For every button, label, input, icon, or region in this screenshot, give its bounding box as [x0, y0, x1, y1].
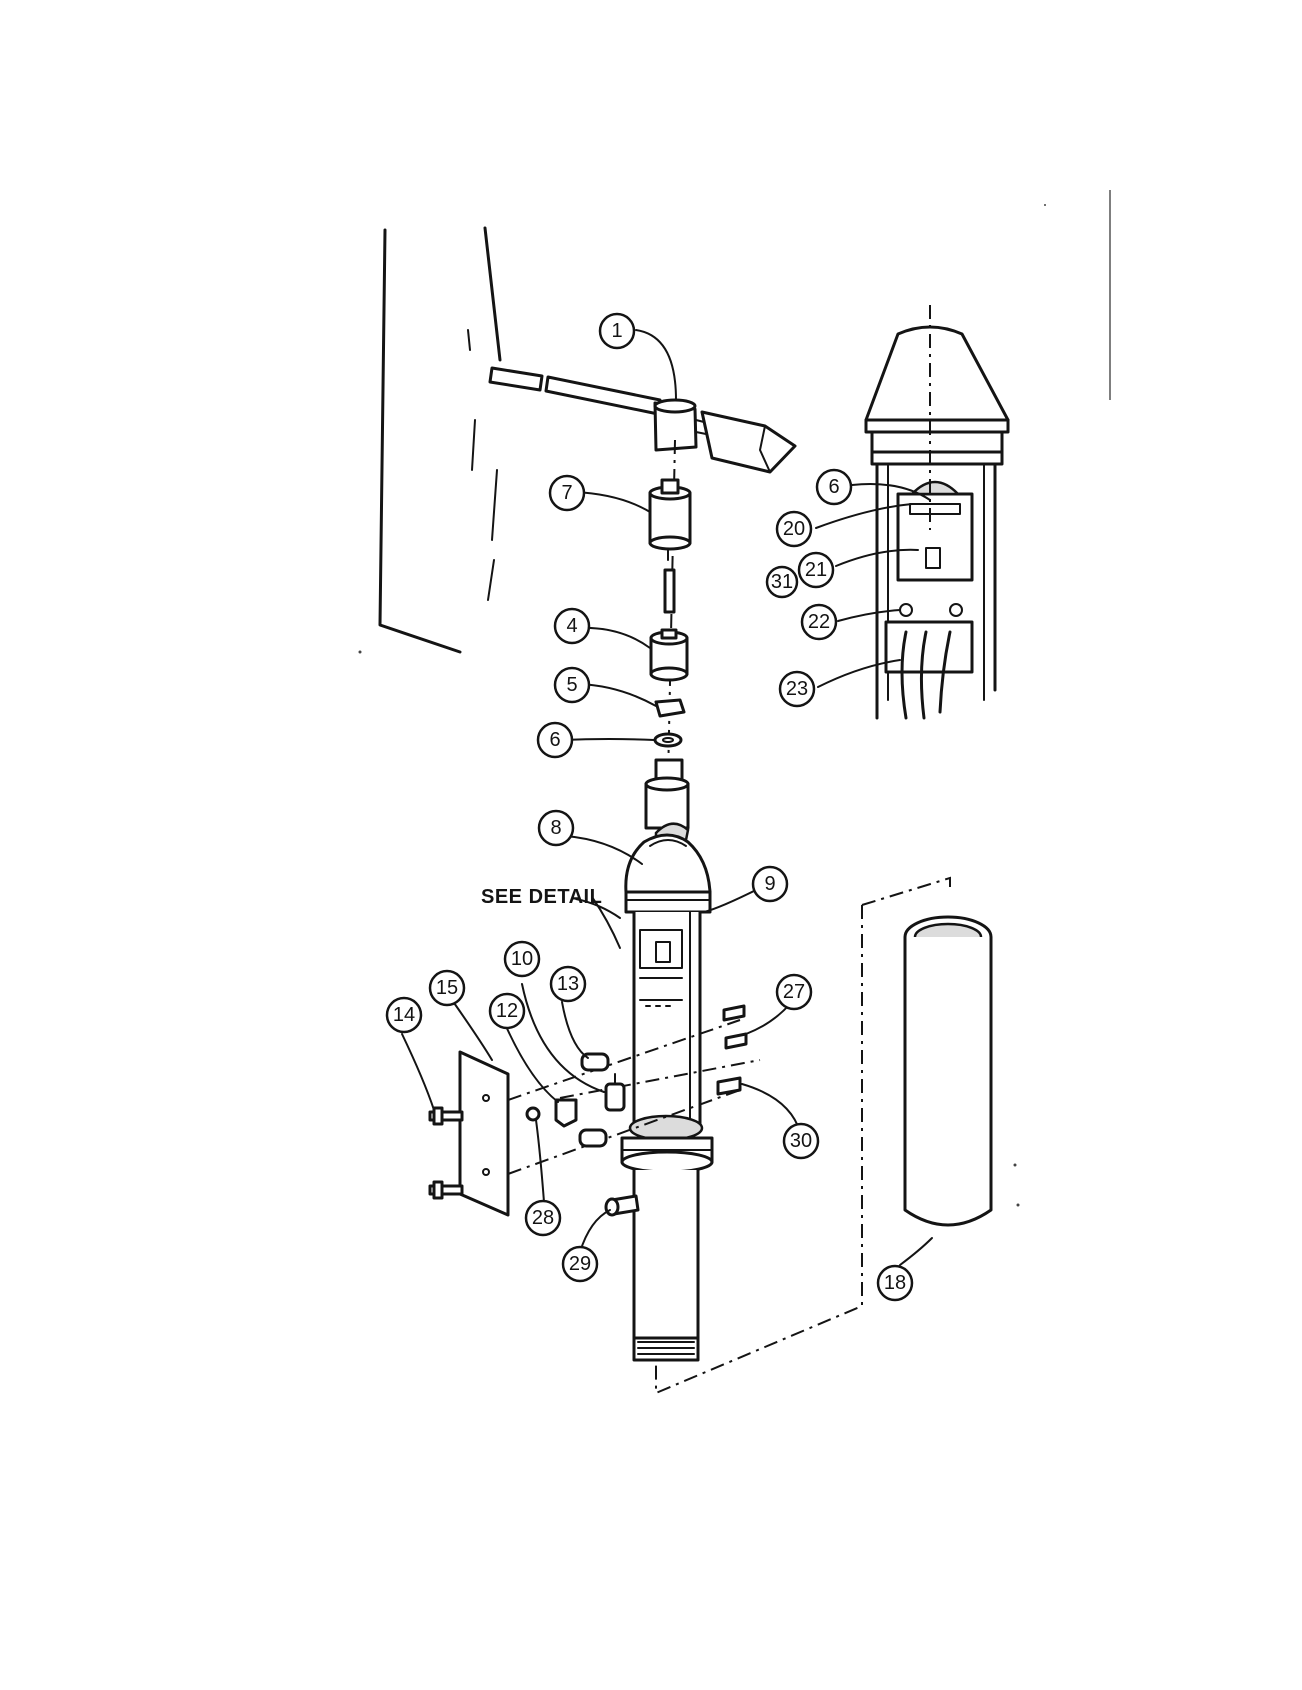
callout-30: 30 [784, 1124, 818, 1158]
svg-text:14: 14 [393, 1004, 415, 1026]
callout-4: 4 [555, 609, 589, 643]
svg-text:9: 9 [764, 873, 775, 895]
svg-text:22: 22 [808, 611, 830, 633]
callout-12: 12 [490, 994, 524, 1028]
main-housing [622, 835, 712, 1360]
svg-text:12: 12 [496, 1000, 518, 1022]
svg-text:20: 20 [783, 518, 805, 540]
svg-text:4: 4 [566, 615, 577, 637]
callout-27: 27 [777, 975, 811, 1009]
detail-inset [866, 305, 1008, 718]
part-15-cover-plate [460, 1052, 508, 1215]
callout-22: 22 [802, 605, 836, 639]
part-12-bracket [556, 1100, 576, 1126]
callout-23: 23 [780, 672, 814, 706]
shaft [665, 570, 674, 612]
callout-6-detail: 6 [817, 470, 851, 504]
callout-13: 13 [551, 967, 585, 1001]
svg-text:5: 5 [566, 674, 577, 696]
part-5-nut [656, 700, 684, 716]
callout-8: 8 [539, 811, 573, 845]
svg-text:8: 8 [550, 817, 561, 839]
callout-18: 18 [878, 1266, 912, 1300]
callout-14: 14 [387, 998, 421, 1032]
vane-arm-assembly [490, 368, 795, 472]
part-30-screw [718, 1078, 740, 1094]
part-28-washer [527, 1108, 539, 1120]
callout-31: 31 [767, 567, 797, 597]
see-detail-note: SEE DETAIL [481, 886, 602, 908]
part-13-spacers [580, 1054, 608, 1146]
svg-text:31: 31 [771, 571, 793, 593]
part-6-washer [655, 734, 681, 746]
part-4-coupling [651, 630, 687, 680]
part-7-bearing-housing [650, 480, 690, 560]
part-27-screws [724, 1006, 746, 1048]
svg-text:6: 6 [549, 729, 560, 751]
callout-28: 28 [526, 1201, 560, 1235]
part-14-screws [430, 1108, 462, 1198]
svg-text:29: 29 [569, 1253, 591, 1275]
svg-text:23: 23 [786, 678, 808, 700]
svg-text:30: 30 [790, 1130, 812, 1152]
part-10-post [606, 1074, 624, 1110]
callout-20: 20 [777, 512, 811, 546]
part-18-outer-tube [905, 917, 991, 1225]
callout-10: 10 [505, 942, 539, 976]
svg-text:18: 18 [884, 1272, 906, 1294]
vane-fin [380, 228, 500, 652]
callout-5: 5 [555, 668, 589, 702]
part-29-screw [606, 1196, 638, 1215]
callout-29: 29 [563, 1247, 597, 1281]
callout-6: 6 [538, 723, 572, 757]
upper-stem [646, 760, 688, 842]
svg-text:28: 28 [532, 1207, 554, 1229]
svg-text:1: 1 [611, 320, 622, 342]
svg-text:13: 13 [557, 973, 579, 995]
svg-text:10: 10 [511, 948, 533, 970]
svg-text:27: 27 [783, 981, 805, 1003]
svg-text:6: 6 [828, 476, 839, 498]
callout-9: 9 [753, 867, 787, 901]
callout-7: 7 [550, 476, 584, 510]
svg-text:7: 7 [561, 482, 572, 504]
callout-1: 1 [600, 314, 634, 348]
callout-21: 21 [799, 553, 833, 587]
svg-text:21: 21 [805, 559, 827, 581]
callout-15: 15 [430, 971, 464, 1005]
svg-text:15: 15 [436, 977, 458, 999]
